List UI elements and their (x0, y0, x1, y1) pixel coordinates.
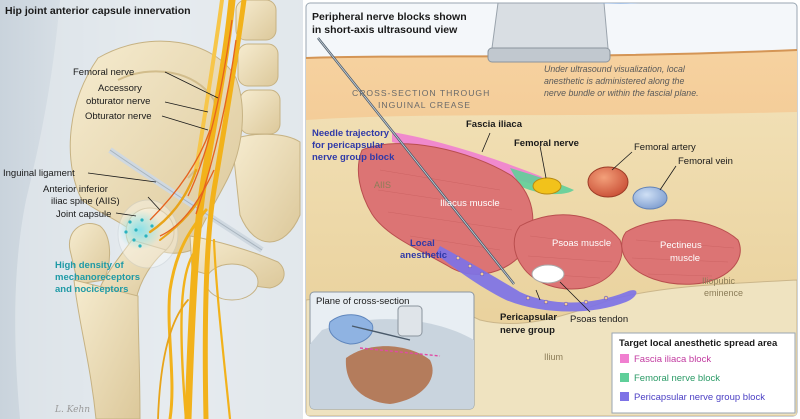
label-iliopubic-1: Iliopubic (702, 276, 736, 286)
label-accessory-obturator-2: obturator nerve (86, 96, 150, 107)
label-femoral-artery: Femoral artery (634, 142, 696, 153)
label-aiis-1: Anterior inferior (43, 184, 108, 195)
psoas-tendon (531, 264, 565, 284)
right-panel-title-2: in short-axis ultrasound view (312, 24, 458, 36)
ultrasound-note-1: Under ultrasound visualization, local (544, 64, 686, 74)
label-iliacus: Iliacus muscle (440, 198, 500, 209)
crease-label-1: CROSS-SECTION THROUGH (352, 88, 490, 98)
crease-label-2: INGUINAL CREASE (378, 100, 471, 110)
inset-title: Plane of cross-section (316, 296, 409, 307)
label-accessory-obturator-1: Accessory (98, 83, 142, 94)
needle-label-1: Needle trajectory (312, 128, 390, 139)
needle-label-2: for pericapsular (312, 140, 384, 151)
right-panel-title-1: Peripheral nerve blocks shown (312, 11, 467, 23)
femoral-nerve-cross-section (532, 177, 562, 195)
pectineus-muscle (621, 219, 741, 285)
nerves (148, 0, 247, 419)
label-density-1: High density of (55, 260, 124, 271)
legend-item-femoral-nerve: Femoral nerve block (634, 373, 720, 384)
iliacus-muscle (357, 143, 534, 275)
femoral-vein (632, 186, 668, 210)
ultrasound-note-3: nerve bundle or within the fascial plane… (544, 88, 699, 98)
left-panel-title: Hip joint anterior capsule innervation (5, 5, 191, 17)
legend (611, 332, 796, 414)
label-density-3: and nociceptors (55, 284, 128, 295)
right-panel: Peripheral nerve blocks shown in short-a… (305, 2, 798, 417)
label-local-anesthetic-2: anesthetic (400, 250, 447, 261)
label-inguinal-ligament: Inguinal ligament (3, 168, 75, 179)
label-ilium: Ilium (544, 352, 563, 362)
label-femoral-vein: Femoral vein (678, 156, 733, 167)
label-psoas-tendon: Psoas tendon (570, 314, 628, 325)
legend-swatch-femoral (620, 373, 629, 382)
legend-title: Target local anesthetic spread area (619, 338, 778, 349)
label-pericapsular-1: Pericapsular (500, 312, 557, 323)
label-pectineus-1: Pectineus (660, 240, 702, 251)
legend-swatch-fascia (620, 354, 629, 363)
label-aiis-right: AIIS (374, 180, 391, 190)
needle-label-3: nerve group block (312, 152, 395, 163)
legend-swatch-pericapsular (620, 392, 629, 401)
label-local-anesthetic-1: Local (410, 238, 435, 249)
label-obturator-nerve: Obturator nerve (85, 111, 152, 122)
label-joint-capsule: Joint capsule (56, 209, 111, 220)
ultrasound-probe (487, 3, 640, 63)
label-pectineus-2: muscle (670, 253, 700, 264)
inset-plane-of-cross-section (309, 291, 475, 410)
label-density-2: mechanoreceptors (55, 272, 140, 283)
label-femoral-nerve-right: Femoral nerve (514, 138, 579, 149)
label-fascia-iliaca: Fascia iliaca (466, 119, 523, 130)
artist-signature: L. Kehn (54, 405, 90, 415)
femoral-artery (587, 166, 629, 198)
left-panel: Hip joint anterior capsule innervation F… (0, 0, 303, 419)
pericapsular-spread (436, 246, 637, 312)
label-aiis-2: iliac spine (AIIS) (51, 196, 120, 207)
legend-item-pericapsular: Pericapsular nerve group block (634, 392, 765, 403)
spine (231, 0, 301, 243)
legend-item-fascia-iliaca: Fascia iliaca block (634, 354, 711, 365)
label-femoral-nerve-left: Femoral nerve (73, 67, 134, 78)
label-psoas: Psoas muscle (552, 238, 611, 249)
label-iliopubic-2: eminence (704, 288, 743, 298)
ultrasound-note-2: anesthetic is administered along the (544, 76, 684, 86)
label-pericapsular-2: nerve group (500, 325, 555, 336)
